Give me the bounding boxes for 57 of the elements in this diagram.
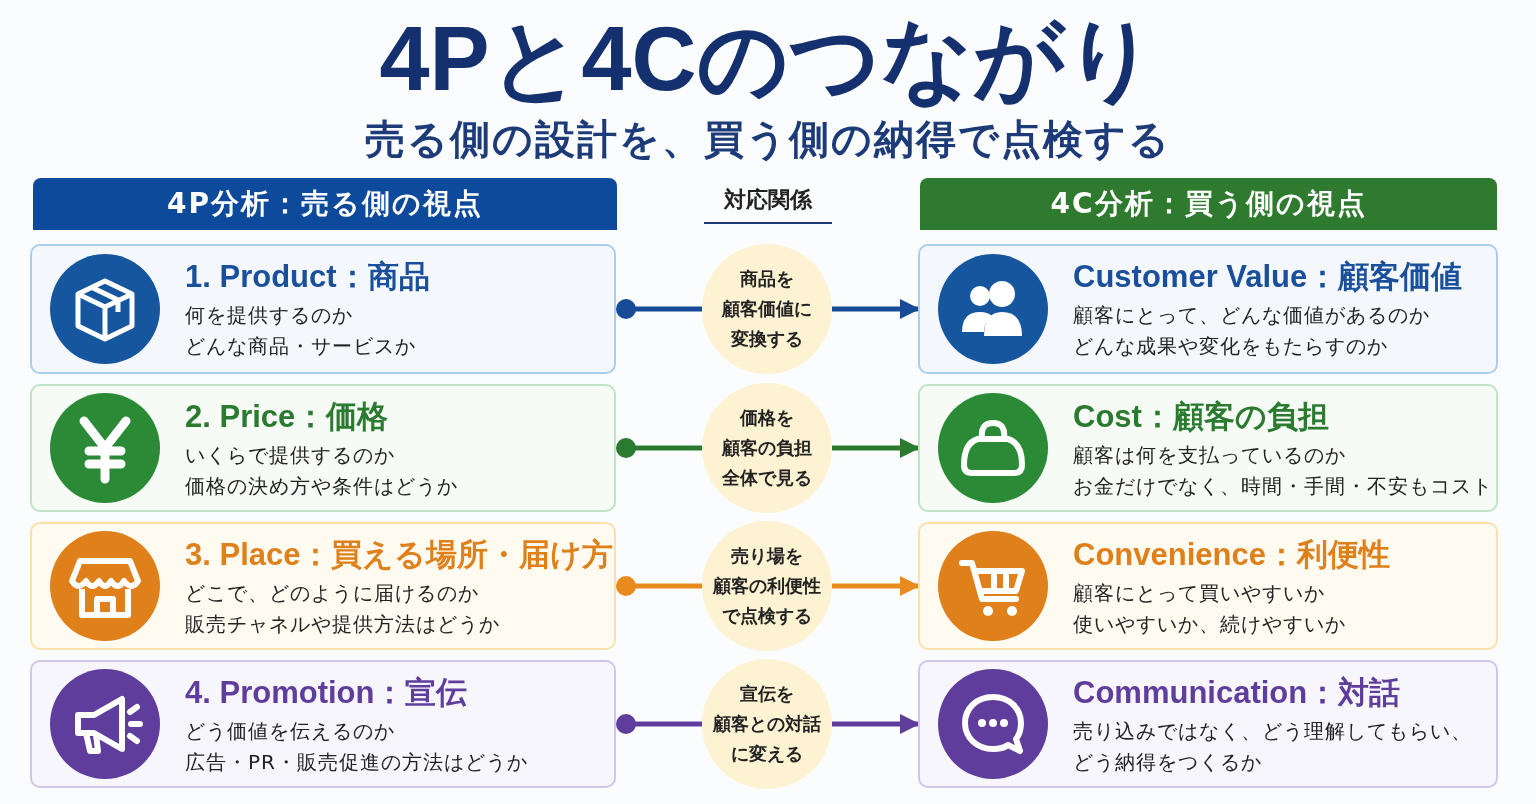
- arrow: [832, 714, 920, 734]
- header-band: 4P分析：売る側の視点: [33, 178, 617, 230]
- card-heading: Convenience：利便性: [1073, 536, 1390, 574]
- info-card: [30, 384, 616, 512]
- card-text: どんな成果や変化をもたらすのか: [1073, 333, 1388, 360]
- card-text: どんな商品・サービスか: [185, 333, 416, 360]
- arrow: [832, 576, 920, 596]
- subtitle: 売る側の設計を、買う側の納得で点検する: [364, 115, 1172, 164]
- circle-text: 価格を: [740, 406, 794, 430]
- circle-text: 売り場を: [731, 544, 803, 568]
- card-text: お金だけでなく、時間・手間・不安もコスト: [1073, 473, 1493, 500]
- card-text: 使いやすいか、続けやすいか: [1073, 611, 1346, 638]
- card-text: いくらで提供するのか: [185, 442, 395, 469]
- circle-text: 商品を: [740, 267, 794, 291]
- circle-text: 顧客の利便性: [713, 574, 821, 598]
- connector-line: [616, 299, 702, 319]
- card-text: 何を提供するのか: [185, 302, 353, 329]
- card-text: どこで、どのように届けるのか: [185, 580, 479, 607]
- info-card: [918, 660, 1498, 788]
- column-heading: 対応関係: [704, 182, 832, 224]
- card-heading: Customer Value：顧客価値: [1073, 258, 1463, 296]
- info-card: [30, 660, 616, 788]
- card-text: 顧客にとって、どんな価値があるのか: [1073, 302, 1430, 329]
- card-text: 価格の決め方や条件はどうか: [185, 473, 458, 500]
- connector-line: [616, 438, 702, 458]
- circle-text: に変える: [731, 742, 803, 766]
- circle-text: 全体で見る: [722, 466, 812, 490]
- card-heading: 3. Place：買える場所・届け方: [185, 536, 614, 574]
- arrow: [832, 299, 920, 319]
- circle-text: 宣伝を: [740, 682, 794, 706]
- card-text: 売り込みではなく、どう理解してもらい、: [1073, 718, 1472, 745]
- card-text: 広告・PR・販売促進の方法はどうか: [185, 749, 528, 776]
- card-text: 販売チャネルや提供方法はどうか: [185, 611, 500, 638]
- title: 4Pと4Cのつながり: [378, 8, 1158, 110]
- card-heading: 2. Price：価格: [185, 398, 389, 436]
- arrow: [832, 438, 920, 458]
- card-text: 顧客にとって買いやすいか: [1073, 580, 1325, 607]
- card-heading: Cost：顧客の負担: [1073, 398, 1329, 436]
- circle-text: で点検する: [722, 604, 812, 628]
- card-heading: 1. Product：商品: [185, 258, 430, 296]
- info-card: [30, 244, 616, 374]
- connector-line: [616, 576, 702, 596]
- header-band: 4C分析：買う側の視点: [920, 178, 1497, 230]
- circle-text: 変換する: [731, 327, 803, 351]
- circle-text: 顧客との対話: [713, 712, 821, 736]
- circle-text: 顧客価値に: [722, 297, 812, 321]
- card-text: どう納得をつくるか: [1073, 749, 1262, 776]
- card-heading: 4. Promotion：宣伝: [185, 674, 468, 712]
- card-heading: Communication：対話: [1073, 674, 1401, 712]
- info-card: [918, 522, 1498, 650]
- card-text: どう価値を伝えるのか: [185, 718, 395, 745]
- info-card: [30, 522, 616, 650]
- info-card: [918, 244, 1498, 374]
- circle-text: 顧客の負担: [722, 436, 812, 460]
- card-text: 顧客は何を支払っているのか: [1073, 442, 1346, 469]
- info-card: [918, 384, 1498, 512]
- connector-line: [616, 714, 702, 734]
